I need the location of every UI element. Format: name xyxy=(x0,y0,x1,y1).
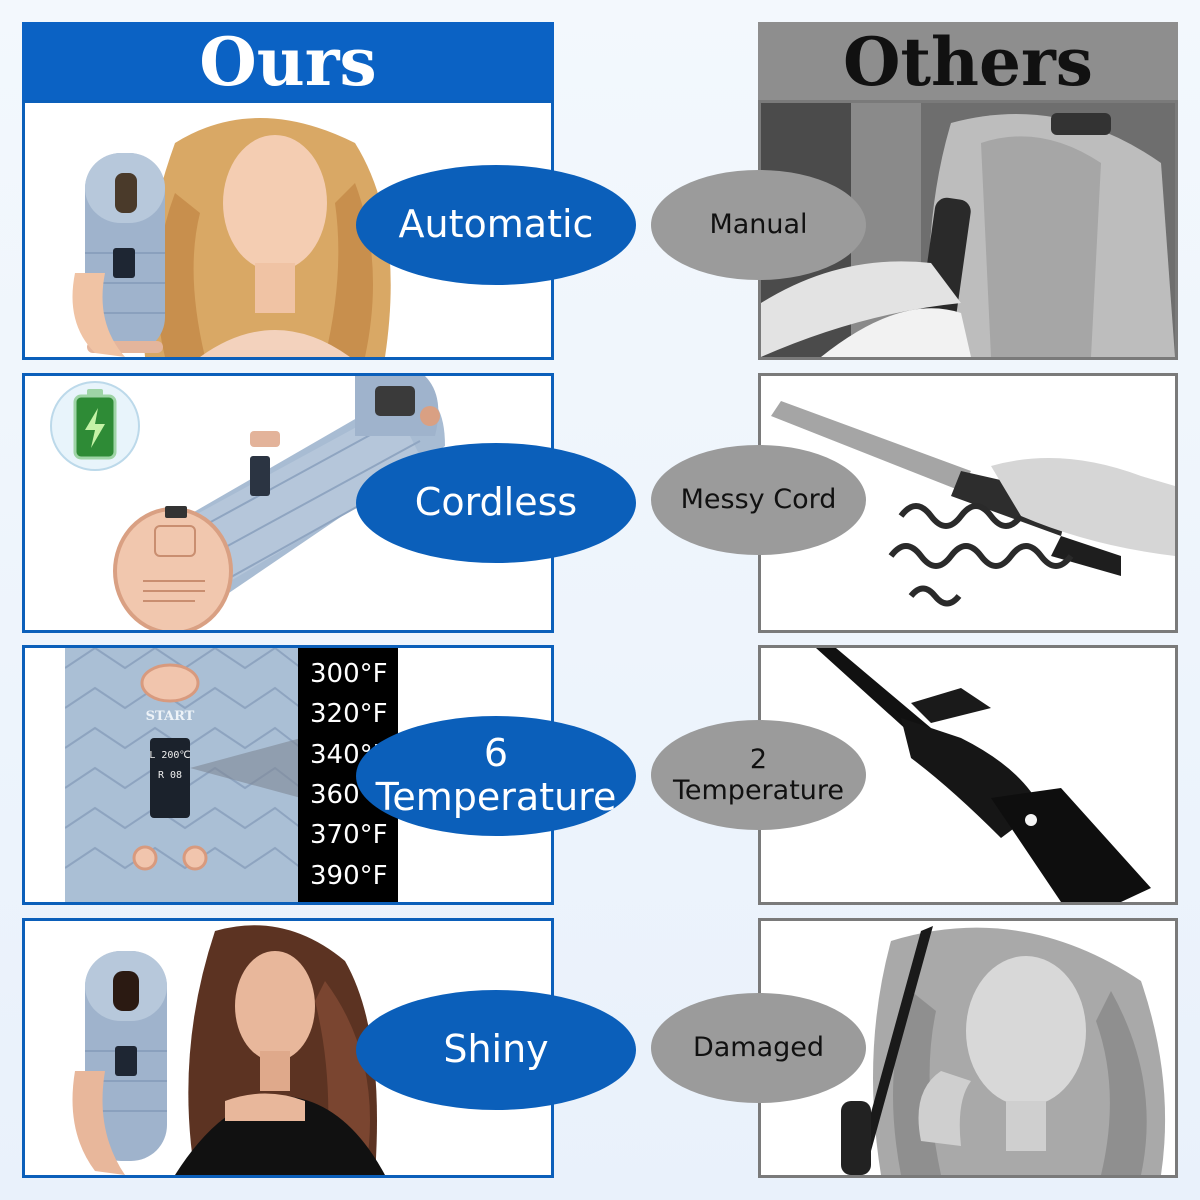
others-panel-two-temperature xyxy=(758,645,1178,905)
ours-feature-cordless-label: Cordless xyxy=(414,480,578,525)
ours-feature-shiny-label: Shiny xyxy=(443,1027,549,1072)
others-header: Others xyxy=(758,22,1178,102)
woman-damaged-hair-photo xyxy=(761,921,1175,1175)
ours-feature-cordless: Cordless xyxy=(356,443,636,563)
lcd-line-2: R 08 xyxy=(158,770,182,781)
start-label: START xyxy=(146,709,195,724)
battery-icon xyxy=(50,381,140,471)
temp-5: 370°F xyxy=(310,820,388,851)
ours-header: Ours xyxy=(22,22,554,102)
temp-2: 320°F xyxy=(310,699,388,730)
lcd-line-1: L 200℃ xyxy=(149,750,190,761)
temp-6: 390°F xyxy=(310,860,388,891)
ours-feature-shiny: Shiny xyxy=(356,990,636,1110)
others-panel-manual xyxy=(758,100,1178,360)
others-feature-temperature-count: 2 xyxy=(749,743,768,775)
ours-header-label: Ours xyxy=(199,23,377,101)
others-feature-manual: Manual xyxy=(651,170,866,280)
others-feature-damaged: Damaged xyxy=(651,993,866,1103)
woman-manual-curling-photo xyxy=(761,103,1175,357)
lcd-display xyxy=(150,738,190,818)
temp-1: 300°F xyxy=(310,659,388,690)
ours-feature-temperature-label: Temperature xyxy=(375,775,617,819)
others-feature-temperature-label: Temperature xyxy=(672,775,845,806)
others-feature-manual-label: Manual xyxy=(709,209,808,241)
black-iron-photo xyxy=(761,648,1175,902)
ours-feature-temperature-count: 6 xyxy=(483,731,509,776)
others-feature-messy-cord: Messy Cord xyxy=(651,445,866,555)
others-feature-messy-cord-label: Messy Cord xyxy=(680,484,837,516)
ours-panel-temperature: START L 200℃ R 08 300°F 320°F 340°F 360°… xyxy=(22,645,554,905)
ours-feature-temperature: 6 Temperature xyxy=(356,716,636,836)
others-feature-damaged-label: Damaged xyxy=(692,1032,825,1064)
ours-feature-automatic-label: Automatic xyxy=(398,202,594,247)
ours-feature-automatic: Automatic xyxy=(356,165,636,285)
coiled-cord xyxy=(888,503,1074,607)
curler-control-panel-photo: START L 200℃ R 08 xyxy=(65,648,301,902)
start-button xyxy=(140,663,200,703)
others-header-label: Others xyxy=(843,23,1093,101)
others-feature-two-temperature: 2 Temperature xyxy=(651,720,866,830)
